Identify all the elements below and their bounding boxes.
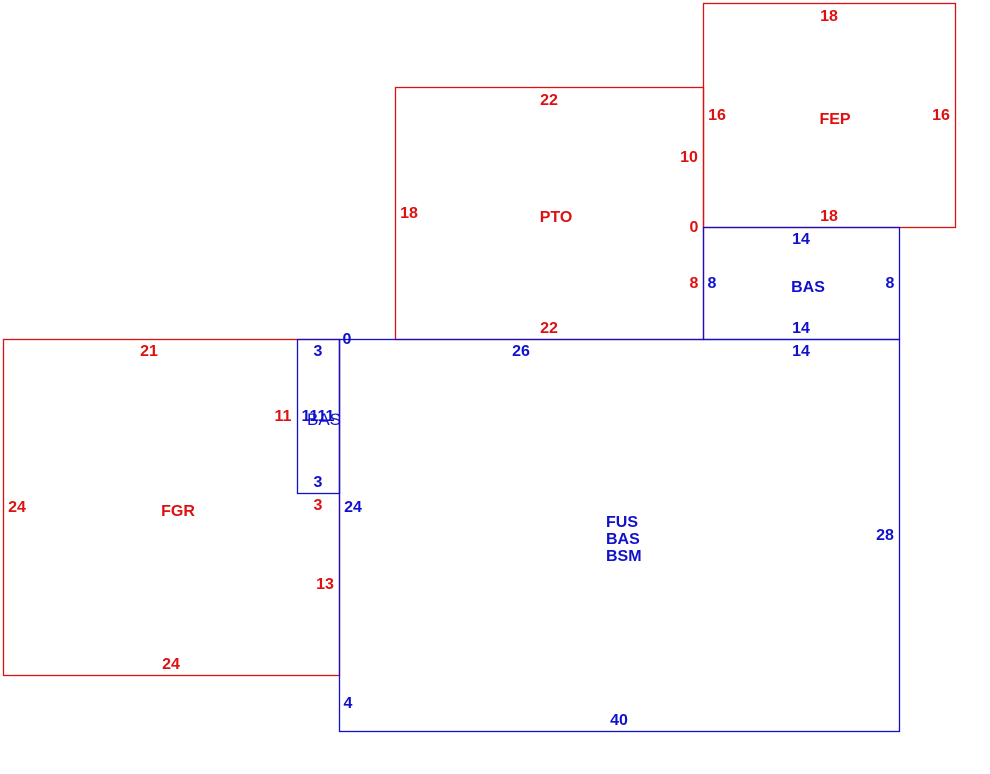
fep-right-dimension: 16 [932,107,950,124]
pto-right-lower-dimension: 8 [690,275,699,292]
fgr-right-mid-dimension: 3 [314,497,323,514]
main-area [338,338,901,733]
fgr-top-dimension: 21 [140,343,158,360]
pto-top-dimension: 22 [540,92,558,109]
main-top-right-dimension: 14 [792,343,810,360]
fgr-bottom-dimension: 24 [162,656,180,673]
main-right-dimension: 28 [876,527,894,544]
fep-bottom-dimension: 18 [820,208,838,225]
fep-name-label: FEP [819,111,850,128]
bas-upper-bottom-dimension: 14 [792,320,810,337]
bas-upper-left-dimension: 8 [708,275,717,292]
bas-upper-name-label: BAS [791,279,825,296]
main-left-dimension: 24 [344,499,362,516]
pto-right-zero-dimension: 0 [690,219,699,236]
bas-upper-right-dimension: 8 [886,275,895,292]
bas-small-top-dimension: 3 [314,343,323,360]
bas-upper-top-dimension: 14 [792,231,810,248]
main-name-line-3: BSM [606,548,642,565]
pto-left-dimension: 18 [400,205,418,222]
fep-left-dimension: 16 [708,107,726,124]
fep-top-dimension: 18 [820,8,838,25]
bas-small-name-label: BAS [307,410,341,429]
fgr-right-lower-dimension: 13 [316,576,334,593]
bas-small-side-dimension-2: 11 [318,408,335,425]
fgr-left-dimension: 24 [8,499,26,516]
fgr-right-upper-dimension: 11 [275,408,292,425]
main-top-dimension: 26 [512,343,530,360]
bas-small-side-dimension-1: 11 [302,408,319,425]
main-name-line-1: FUS [606,514,638,531]
main-left-lower-dimension: 4 [344,695,353,712]
main-bottom-dimension: 40 [610,712,628,729]
main-name-line-2: BAS [606,531,640,548]
fgr-name-label: FGR [161,503,195,520]
bas-small-bottom-dimension: 3 [314,474,323,491]
pto-right-upper-dimension: 10 [680,149,698,166]
main-top-left-dimension: 0 [343,331,352,348]
pto-name-label: PTO [540,209,573,226]
pto-bottom-dimension: 22 [540,320,558,337]
